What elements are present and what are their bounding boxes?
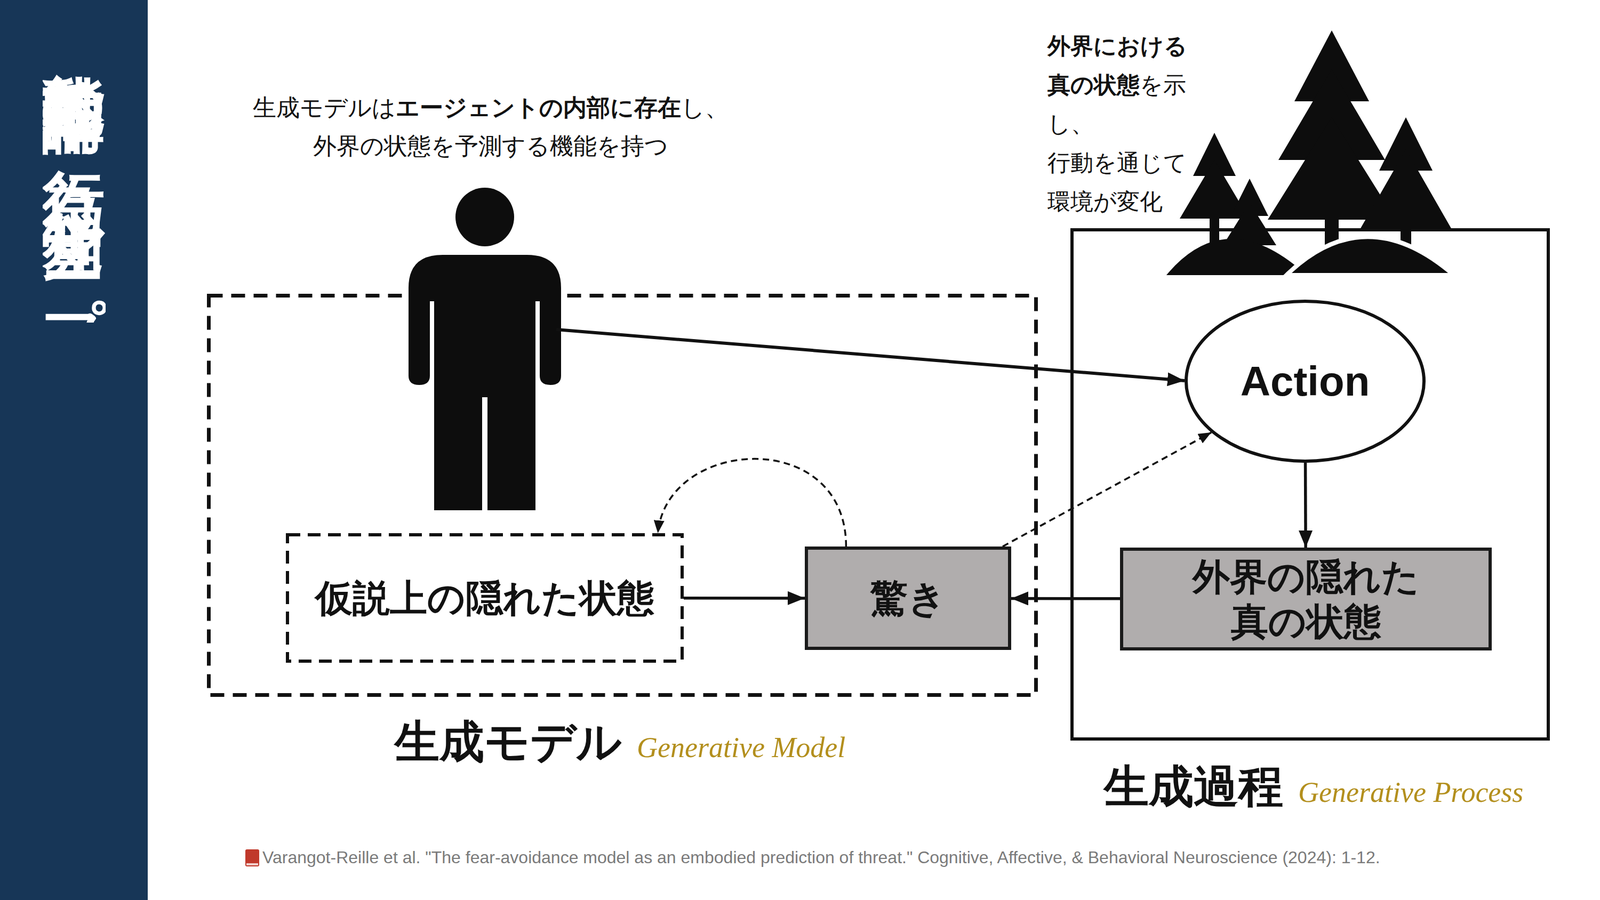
true-state-box: 外界の隠れた 真の状態 [1120,547,1492,651]
dashed-arrow [658,459,847,547]
note-line: 外界における真の状態を示し、 [1047,26,1193,144]
tree-trunk [1324,202,1339,256]
slide-title: 能動的推論の行為-知覚ループ [42,22,106,323]
frame-caption: 生成モデル Generative Model [394,712,846,773]
note: 外界における真の状態を示し、 行動を通じて 環境が変化 [1047,26,1193,222]
node-label: 仮説上の隠れた状態 [315,576,655,621]
tree-tier [1267,117,1396,220]
dashed-border [209,296,1037,696]
note-line: 生成モデルはエージェントの内部に存在し、 [202,88,779,127]
hypothesis-box: 仮説上の隠れた状態 [285,533,684,663]
book-cover [245,849,260,867]
note-text: 行動を通じて [1047,149,1187,176]
dashed-arrow [1002,432,1212,547]
tree-tier [1222,202,1277,246]
note-text: エージェントの内部に存在 [395,93,682,122]
node-label: Action [1240,357,1371,406]
action-ellipse: Action [1184,299,1426,463]
tree-tier [1379,117,1433,171]
flow-arrow [1011,597,1120,601]
note-text: し、 [681,93,729,122]
note-text: 生成モデルは [252,93,396,122]
flow-arrow [683,596,805,600]
citation: Varangot-Reille et al. "The fear-avoidan… [262,848,1381,868]
person-head [455,187,515,247]
process-frame: 生成過程Generative ProcessAction外界の隠れた 真の状態 [1070,228,1550,741]
hill [1286,236,1454,276]
title-sidebar: 能動的推論の行為-知覚ループ [0,0,148,900]
dashed-border [287,534,683,662]
note-text: 外界における真の状態 [1047,32,1188,99]
action-arrow [556,329,1185,381]
note-line: 環境が変化 [1047,182,1193,222]
tree-trunk [1400,213,1412,262]
person-body [408,254,562,511]
frame-caption: 生成過程 Generative Process [1104,756,1524,818]
tree-tier [1193,132,1236,176]
surprise-box: 驚き [804,546,1012,651]
hill [1166,238,1307,276]
title-holder: 能動的推論の行為-知覚ループ [0,22,148,323]
note-text: 環境が変化 [1047,188,1163,215]
note-line: 行動を通じて [1047,143,1193,183]
tree-trunk [1209,213,1220,256]
note: 生成モデルはエージェントの内部に存在し、 外界の状態を予測する機能を持つ [202,88,779,166]
tree-tier [1360,149,1452,230]
citation-text: Varangot-Reille et al. "The fear-avoidan… [262,848,1381,868]
tree-tier [1278,69,1386,160]
book-icon [245,849,260,867]
node-label: 驚き [870,576,947,621]
note-text: 外界の状態を予測する機能を持つ [313,132,669,160]
frame-subtitle: Generative Process [1298,776,1524,809]
model-frame: 生成モデルGenerative Model仮説上の隠れた状態驚き [206,293,1038,698]
tree-tier [1230,178,1269,216]
ellipse-border [1186,301,1424,462]
trees [1166,30,1454,276]
tree-tier [1294,30,1370,102]
book-pages [246,863,259,866]
note-line: 外界の状態を予測する機能を持つ [202,126,779,166]
tree-trunk [1245,234,1254,262]
tree-tier [1179,160,1250,219]
node-label: 外界の隠れた 真の状態 [1172,554,1440,645]
note-text: を示し、 [1047,71,1187,138]
frame-title: 生成過程 [1104,760,1284,813]
frame-subtitle: Generative Model [636,731,846,764]
frame-title: 生成モデル [394,715,622,768]
flow-arrow [1304,462,1308,548]
person-figure [408,187,562,511]
